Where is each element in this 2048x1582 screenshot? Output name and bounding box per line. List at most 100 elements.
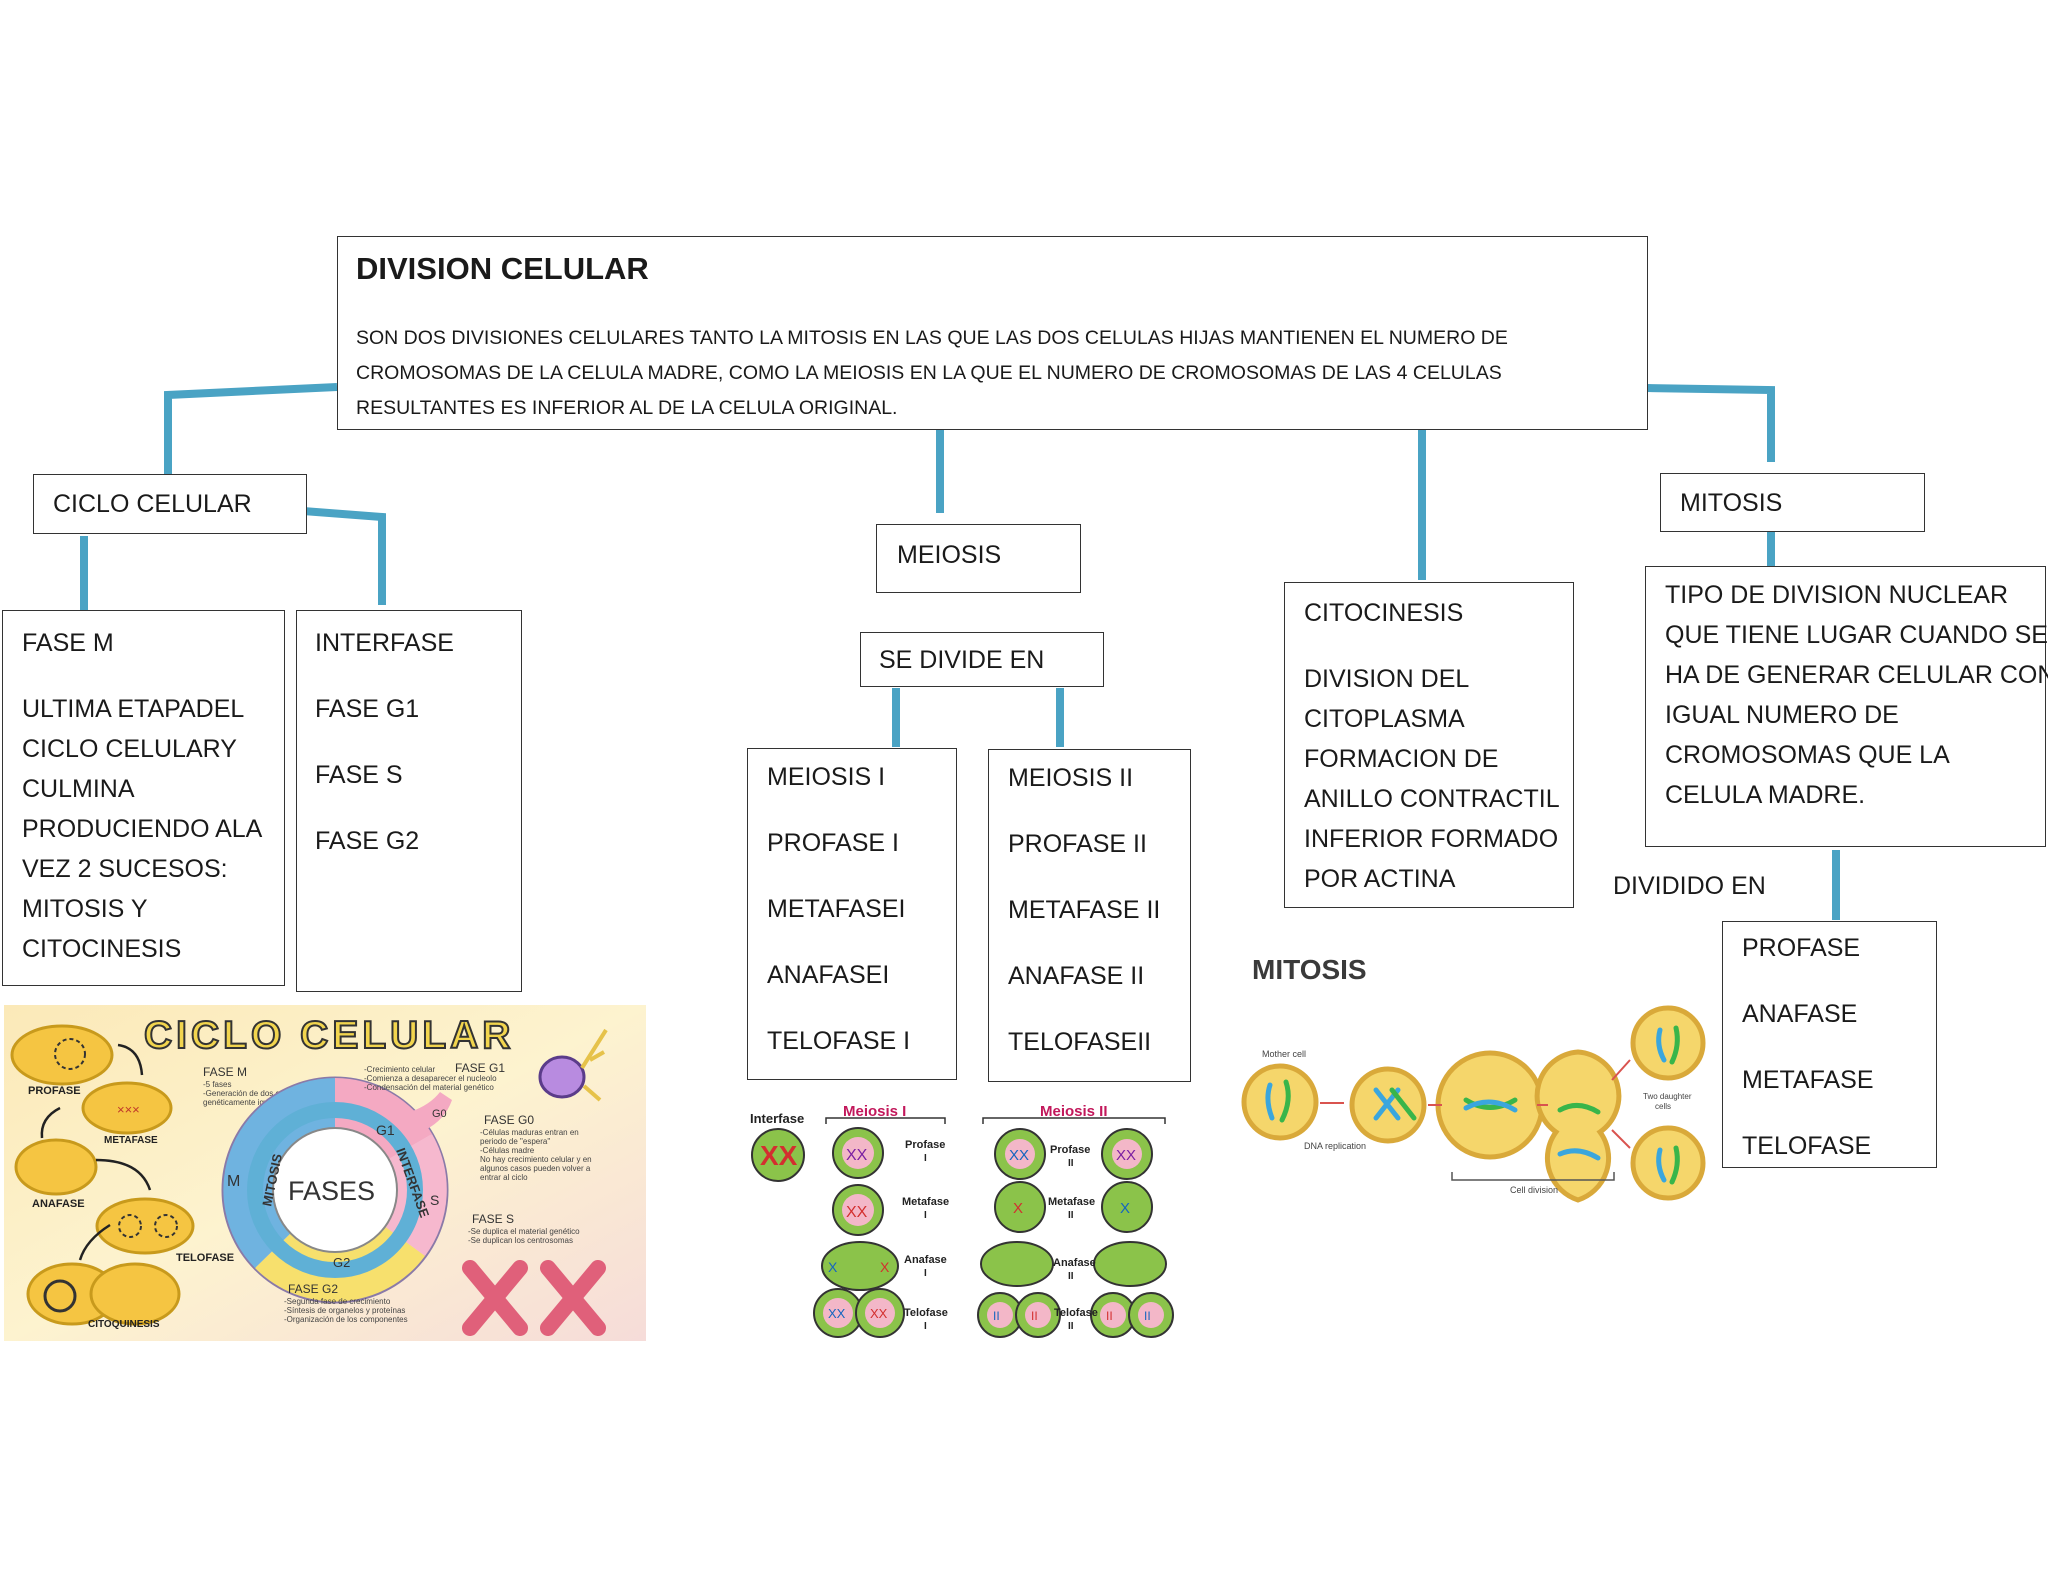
chromosome-icon: X [1120, 1200, 1130, 1217]
citocinesis-box: CITOCINESIS DIVISION DEL CITOPLASMA FORM… [1284, 582, 1574, 908]
chromosome-icon: XX [846, 1147, 868, 1164]
cycle-center-label: FASES [288, 1176, 375, 1206]
meiosis1-item: ANAFASEI [767, 961, 890, 989]
main-box: DIVISION CELULAR SON DOS DIVISIONES CELU… [337, 236, 1648, 430]
fase-m-figure-line: -5 fases [203, 1080, 231, 1089]
fase-m-line: CITOCINESIS [22, 935, 182, 963]
nucleus-icon [154, 1214, 178, 1238]
interfase-item: FASE G2 [315, 827, 420, 855]
fase-s-figure-line: -Se duplica el material genético [468, 1227, 580, 1236]
se-divide-label: SE DIVIDE EN [879, 646, 1045, 674]
m2-stage-label: Telofase [1054, 1307, 1098, 1319]
m2-stage-label: Metafase [1048, 1196, 1095, 1208]
anafase-label: ANAFASE [32, 1198, 85, 1210]
daughter-cells-label: cells [1655, 1102, 1671, 1111]
fase-m-figure-line: genéticamente iguales [203, 1098, 283, 1107]
m1-stage-label: Telofase [904, 1307, 948, 1319]
segment-g0-label: G0 [432, 1108, 447, 1120]
m1-stage-suffix: I [924, 1210, 927, 1221]
meiosis2-item: TELOFASEII [1008, 1028, 1152, 1056]
anafase2-cell-icon [980, 1241, 1054, 1287]
daughter-cell-icon [1630, 1125, 1706, 1201]
fase-g1-figure-line: -Crecimiento celular [364, 1065, 435, 1074]
meiosis-figure: Interfase XX Meiosis I Meiosis II XX XX … [750, 1103, 1174, 1338]
fase-s-figure-line: -Se duplican los centrosomas [468, 1236, 573, 1245]
fase-g0-figure-line: -Células madre [480, 1146, 535, 1155]
fase-g2-figure-line: -Organización de los componentes [284, 1315, 408, 1324]
citocinesis-line: CITOPLASMA [1304, 705, 1465, 733]
fase-m-line: CULMINA [22, 775, 135, 803]
meiosis2-item: PROFASE II [1008, 830, 1147, 858]
interfase-box: INTERFASE FASE G1 FASE S FASE G2 [296, 610, 522, 992]
anafase2-cell-icon [1093, 1241, 1167, 1287]
meiosis2-box: MEIOSIS II PROFASE II METAFASE II ANAFAS… [988, 749, 1191, 1082]
profase-label: PROFASE [28, 1085, 81, 1097]
chromosome-icon: X [1013, 1200, 1023, 1217]
fase-g0-figure-line: algunos casos pueden volver a [480, 1164, 591, 1173]
fase-m-title: FASE M [22, 629, 114, 657]
fase-m-line: CICLO CELULARY [22, 735, 237, 763]
metafase-label: METAFASE [104, 1135, 158, 1146]
meiosis2-item: METAFASE II [1008, 896, 1161, 924]
mitosis-phases-box: PROFASE ANAFASE METAFASE TELOFASE [1722, 921, 1937, 1168]
m1-stage-suffix: I [924, 1153, 927, 1164]
g0-branch [410, 1092, 452, 1130]
se-divide-box: SE DIVIDE EN [860, 632, 1104, 687]
dna-strand-icons [1265, 1025, 1680, 1185]
fase-m-line: ULTIMA ETAPADEL [22, 695, 245, 723]
cycle-ring-inner [247, 1102, 423, 1278]
mitosis-phase-item: PROFASE [1742, 934, 1861, 962]
mitosis-figure: MITOSIS Mother cell [1241, 954, 1706, 1203]
citocinesis-line: DIVISION DEL [1304, 665, 1470, 693]
mitosis-definition-line: TIPO DE DIVISION NUCLEAR [1665, 581, 2009, 609]
cell-telofase-icon [95, 1197, 195, 1255]
process-arrows-icon [1320, 1059, 1631, 1149]
nucleus-icon [118, 1214, 142, 1238]
chromosome-icon: XX [870, 1306, 888, 1321]
fase-g1-figure-line: -Condensación del material genético [364, 1083, 494, 1092]
chromosome-icon: XX [1009, 1147, 1029, 1164]
cell-anafase-icon [14, 1138, 98, 1196]
mitosis-phase-item: ANAFASE [1742, 1000, 1858, 1028]
m2-stage-suffix: II [1068, 1321, 1074, 1332]
citoquinesis-label: CITOQUINESIS [88, 1319, 160, 1330]
segment-s-label: S [430, 1192, 439, 1208]
mitosis-definition-line: CROMOSOMAS QUE LA [1665, 741, 1950, 769]
fase-s-figure-title: FASE S [472, 1212, 514, 1226]
cell-citoquinesis-icon [89, 1262, 181, 1326]
main-description-line: CROMOSOMAS DE LA CELULA MADRE, COMO LA M… [356, 362, 1502, 384]
chromosome-icon: II [1144, 1309, 1151, 1323]
ciclo-celular-box: CICLO CELULAR [33, 474, 307, 534]
meiosis-fig-interfase-label: Interfase [750, 1111, 804, 1126]
mitosis-definition-line: IGUAL NUMERO DE [1665, 701, 1899, 729]
cell-profase-icon [10, 1024, 114, 1086]
mitosis-label: MITOSIS [1680, 489, 1783, 517]
connector-main-ciclo [164, 383, 338, 475]
fase-g2-figure-title: FASE G2 [288, 1282, 338, 1296]
chromosome-icon: ××× [117, 1102, 140, 1117]
segment-g2-label: G2 [333, 1255, 350, 1270]
interfase-title: INTERFASE [315, 629, 454, 657]
meiosis2-nucleus-icons [987, 1139, 1164, 1328]
metafase2-cell-icon [1101, 1181, 1153, 1233]
chromosome-icon: II [993, 1309, 1000, 1323]
dividido-en-label: DIVIDIDO EN [1613, 872, 1766, 900]
meiosis1-bracket [825, 1117, 946, 1124]
interfase-item: FASE G1 [315, 695, 420, 723]
neuron-icon [538, 1055, 586, 1099]
daughter-cell-icon [1630, 1005, 1706, 1081]
fase-g2-figure-line: -Síntesis de organelos y proteínas [284, 1306, 405, 1315]
nucleus-icon [54, 1038, 86, 1070]
cell-division-bracket [1451, 1172, 1615, 1181]
mitosis-fig-title: MITOSIS [1252, 954, 1367, 985]
meiosis2-item: MEIOSIS II [1008, 764, 1134, 792]
meiosis1-nucleus-icons [823, 1137, 895, 1328]
meiosis1-item: TELOFASE I [767, 1027, 911, 1055]
fase-g2-figure-line: -Segunda fase de crecimiento [284, 1297, 391, 1306]
m1-stage-label: Metafase [902, 1196, 949, 1208]
mitosis-phase-item: METAFASE [1742, 1066, 1874, 1094]
telofase-label: TELOFASE [176, 1252, 234, 1264]
fase-g1-figure-title: FASE G1 [455, 1061, 505, 1075]
mitosis-box: MITOSIS [1660, 473, 1925, 532]
